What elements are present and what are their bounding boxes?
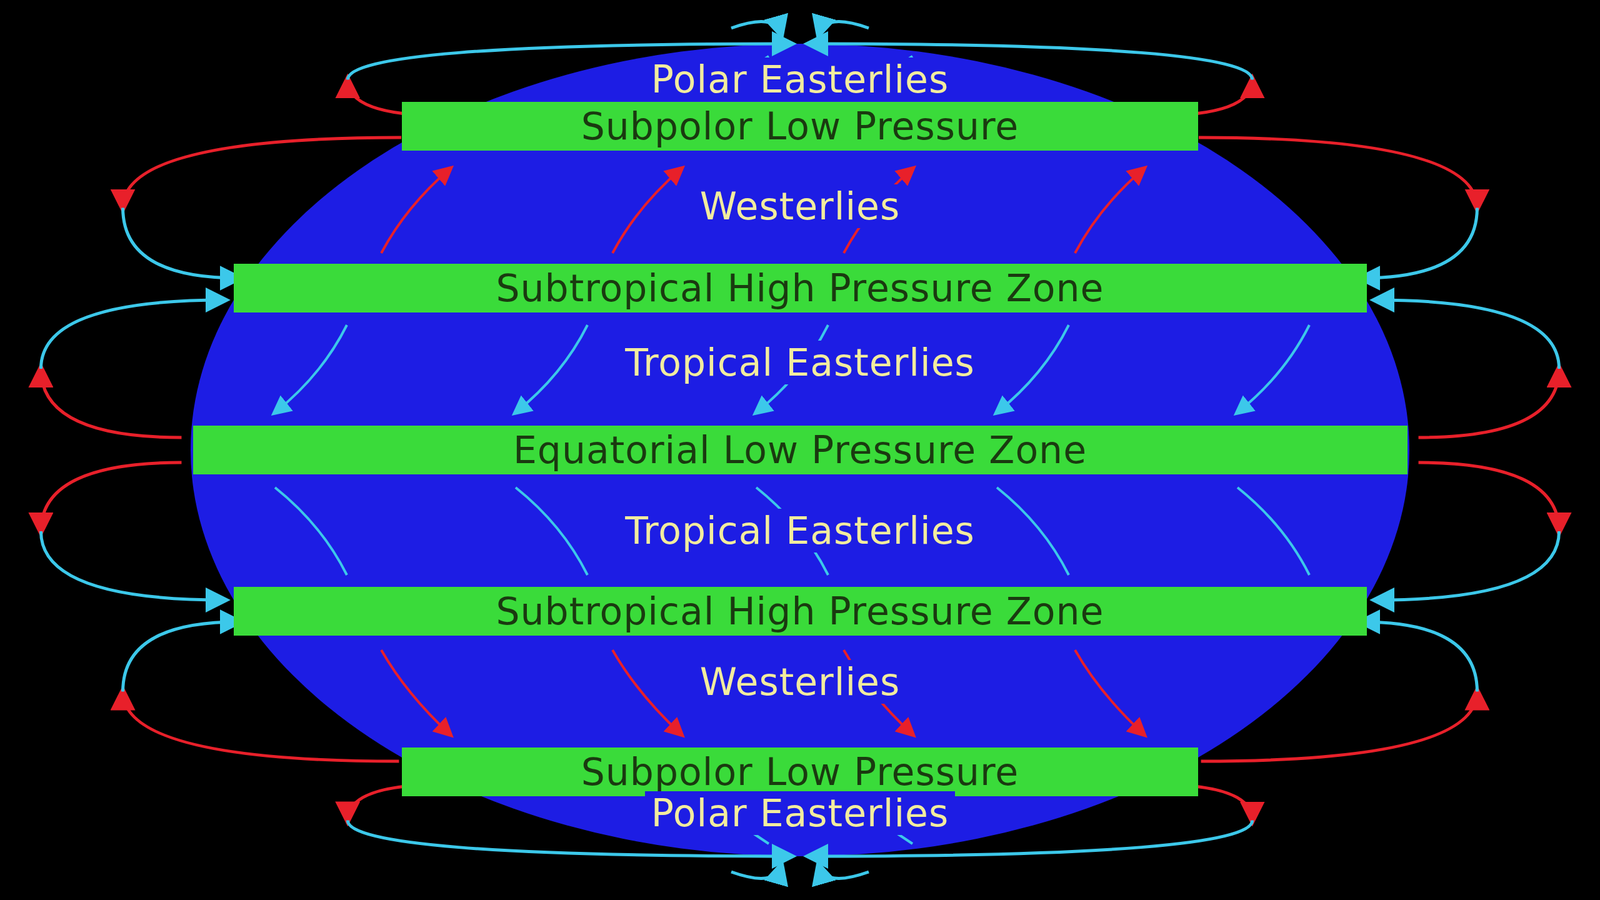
rising-air-arrow [1418,462,1560,532]
wind-arrows [40,21,1559,879]
sinking-air-arrow [40,300,224,369]
band-label: Subtropical High Pressure Zone [495,589,1104,634]
wind-label: Tropical Easterlies [618,508,982,553]
westerly-arrow [1075,650,1144,735]
band-label: Subpolor Low Pressure [581,104,1020,149]
sinking-air-arrow [1375,531,1559,600]
pressure-band: Subpolor Low Pressure [401,101,1199,151]
trade-wind-arrow [275,325,347,413]
polar-cap-arrow [731,21,782,35]
polar-cap-arrow [818,21,869,35]
wind-label: Westerlies [693,660,907,704]
undefined [275,487,347,575]
pressure-band: Equatorial Low Pressure Zone [193,425,1408,475]
wind-label: Polar Easterlies [645,791,956,835]
rising-air-arrow [123,137,402,209]
westerly-arrow [1075,168,1144,254]
pressure-band: Subpolor Low Pressure [401,747,1199,797]
rising-air-arrow [1201,691,1478,762]
polar-cap-arrow [818,865,869,879]
trade-wind-arrow [515,325,588,413]
sinking-air-arrow [123,621,239,692]
undefined [515,487,588,575]
westerly-arrow [612,650,682,735]
sinking-air-arrow [1361,208,1477,279]
polar-cap-arrow [731,865,782,879]
pressure-band: Subtropical High Pressure Zone [233,586,1367,636]
wind-label: Polar Easterlies [645,57,956,102]
band-label: Subpolor Low Pressure [581,750,1020,794]
band-label: Subtropical High Pressure Zone [495,266,1104,310]
sinking-air-arrow [40,531,224,600]
rising-air-arrow [40,368,182,438]
westerly-arrow [381,650,450,735]
band-label: Equatorial Low Pressure Zone [513,428,1087,472]
westerly-arrow [612,168,682,254]
rising-air-arrow [1418,368,1560,438]
westerly-arrow [381,168,450,254]
undefined [1237,487,1310,575]
trade-wind-arrow [1237,325,1310,413]
rising-air-arrow [1198,137,1477,209]
trade-wind-arrow [996,325,1069,413]
rising-air-arrow [40,462,182,532]
pressure-band: Subtropical High Pressure Zone [233,263,1367,313]
wind-label: Westerlies [693,184,907,229]
sinking-air-arrow [123,208,239,279]
sinking-air-arrow [1375,300,1559,369]
sinking-air-arrow [1361,621,1477,692]
undefined [996,487,1069,575]
wind-label: Tropical Easterlies [618,340,982,385]
earth-ellipse [190,43,1410,857]
rising-air-arrow [123,691,400,762]
